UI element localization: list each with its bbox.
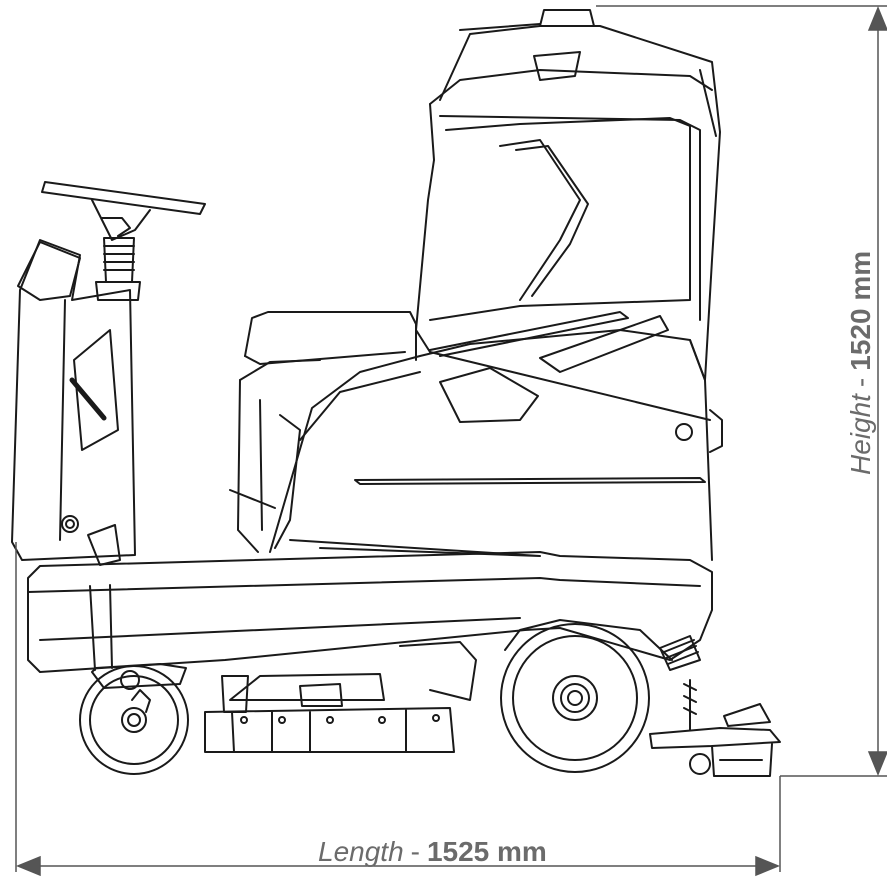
length-name: Length	[318, 836, 404, 867]
length-separator: -	[410, 836, 420, 867]
length-dimension	[15, 542, 781, 877]
length-value: 1525 mm	[426, 836, 547, 867]
chassis-body	[27, 551, 713, 673]
length-dimension-label: Length-1525 mm	[318, 836, 547, 868]
height-name: Height	[845, 394, 876, 475]
height-separator: -	[845, 377, 876, 388]
steering-wheel	[41, 181, 206, 301]
rear-wheel	[500, 619, 673, 773]
rear-bumper-roller	[659, 635, 701, 671]
height-value: 1520 mm	[845, 250, 876, 371]
front-castor-wheel	[79, 663, 189, 775]
rear-tank-body	[269, 311, 723, 561]
operator-seat	[229, 311, 417, 553]
hopper-hood	[415, 9, 721, 381]
height-dimension	[596, 5, 887, 777]
front-console	[11, 239, 136, 566]
height-dimension-label: Height - 1520 mm	[845, 251, 877, 475]
rear-squeegee	[649, 679, 781, 777]
scrub-deck	[204, 641, 477, 753]
